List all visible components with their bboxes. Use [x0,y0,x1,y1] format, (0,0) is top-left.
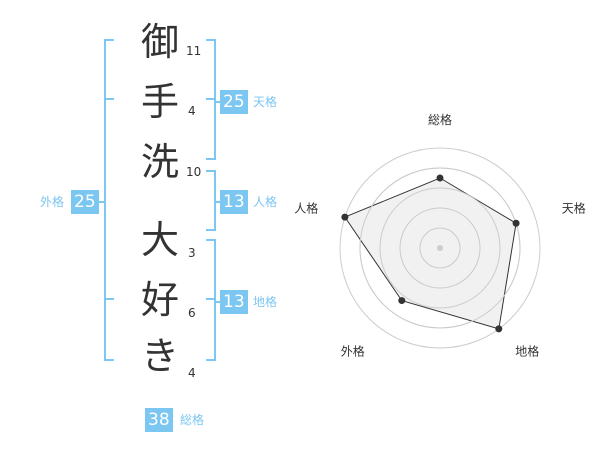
stroke-count-2: 4 [188,104,196,118]
tenkaku-bracket [206,39,216,160]
chikaku-bracket [206,239,216,361]
radar-point-1 [436,174,444,182]
gaikaku-bracket [104,39,114,361]
stroke-count-4: 3 [188,246,196,260]
name-char-6: き [140,334,179,378]
jinkaku-connector [216,201,222,203]
radar-ring-5 [339,147,541,349]
radar-axis-label-4: 外格 [341,344,365,359]
jinkaku-label: 人格 [253,195,278,209]
radar-point-4 [398,297,406,305]
chikaku-label: 地格 [253,295,278,309]
radar-inner-ring-3 [379,187,501,309]
stroke-count-6: 4 [188,366,196,380]
jinkaku-score: 13 [220,190,248,214]
name-char-1: 御 [140,20,179,64]
tenkaku-label: 天格 [253,95,278,109]
tenkaku-connector [216,101,222,103]
radar-point-3 [495,325,503,333]
name-char-2: 手 [140,80,179,124]
radar-inner-ring-4 [359,167,521,329]
tenkaku-tick [206,98,214,100]
radar-point-5 [341,213,349,221]
radar-axis-label-5: 人格 [294,200,318,215]
stroke-count-3: 10 [186,165,202,179]
name-char-3: 洗 [140,140,179,184]
radar-center-dot [437,245,443,251]
stroke-count-5: 6 [188,306,196,320]
gaikaku-tick-2 [104,298,114,300]
gaikaku-score: 25 [71,190,99,214]
stroke-count-1: 11 [186,44,202,58]
chikaku-connector [216,301,222,303]
radar-point-2 [512,219,520,227]
gaikaku-tick-1 [104,98,114,100]
name-char-5: 好 [140,278,179,322]
gaikaku-connector [98,201,104,203]
jinkaku-bracket [206,170,216,231]
soukaku-score: 38 [145,408,173,432]
radar-data-polygon [344,177,517,330]
tenkaku-score: 25 [220,90,248,114]
radar-inner-ring-2 [399,207,481,289]
radar-inner-ring-1 [419,227,461,269]
chikaku-score: 13 [220,290,248,314]
gaikaku-label: 外格 [40,195,65,209]
radar-axis-label-3: 地格 [515,344,539,359]
chikaku-tick [206,298,214,300]
soukaku-label: 総格 [180,413,205,427]
radar-axis-label-2: 天格 [562,200,586,215]
name-char-4: 大 [140,218,179,262]
radar-axis-label-1: 総格 [428,112,452,127]
